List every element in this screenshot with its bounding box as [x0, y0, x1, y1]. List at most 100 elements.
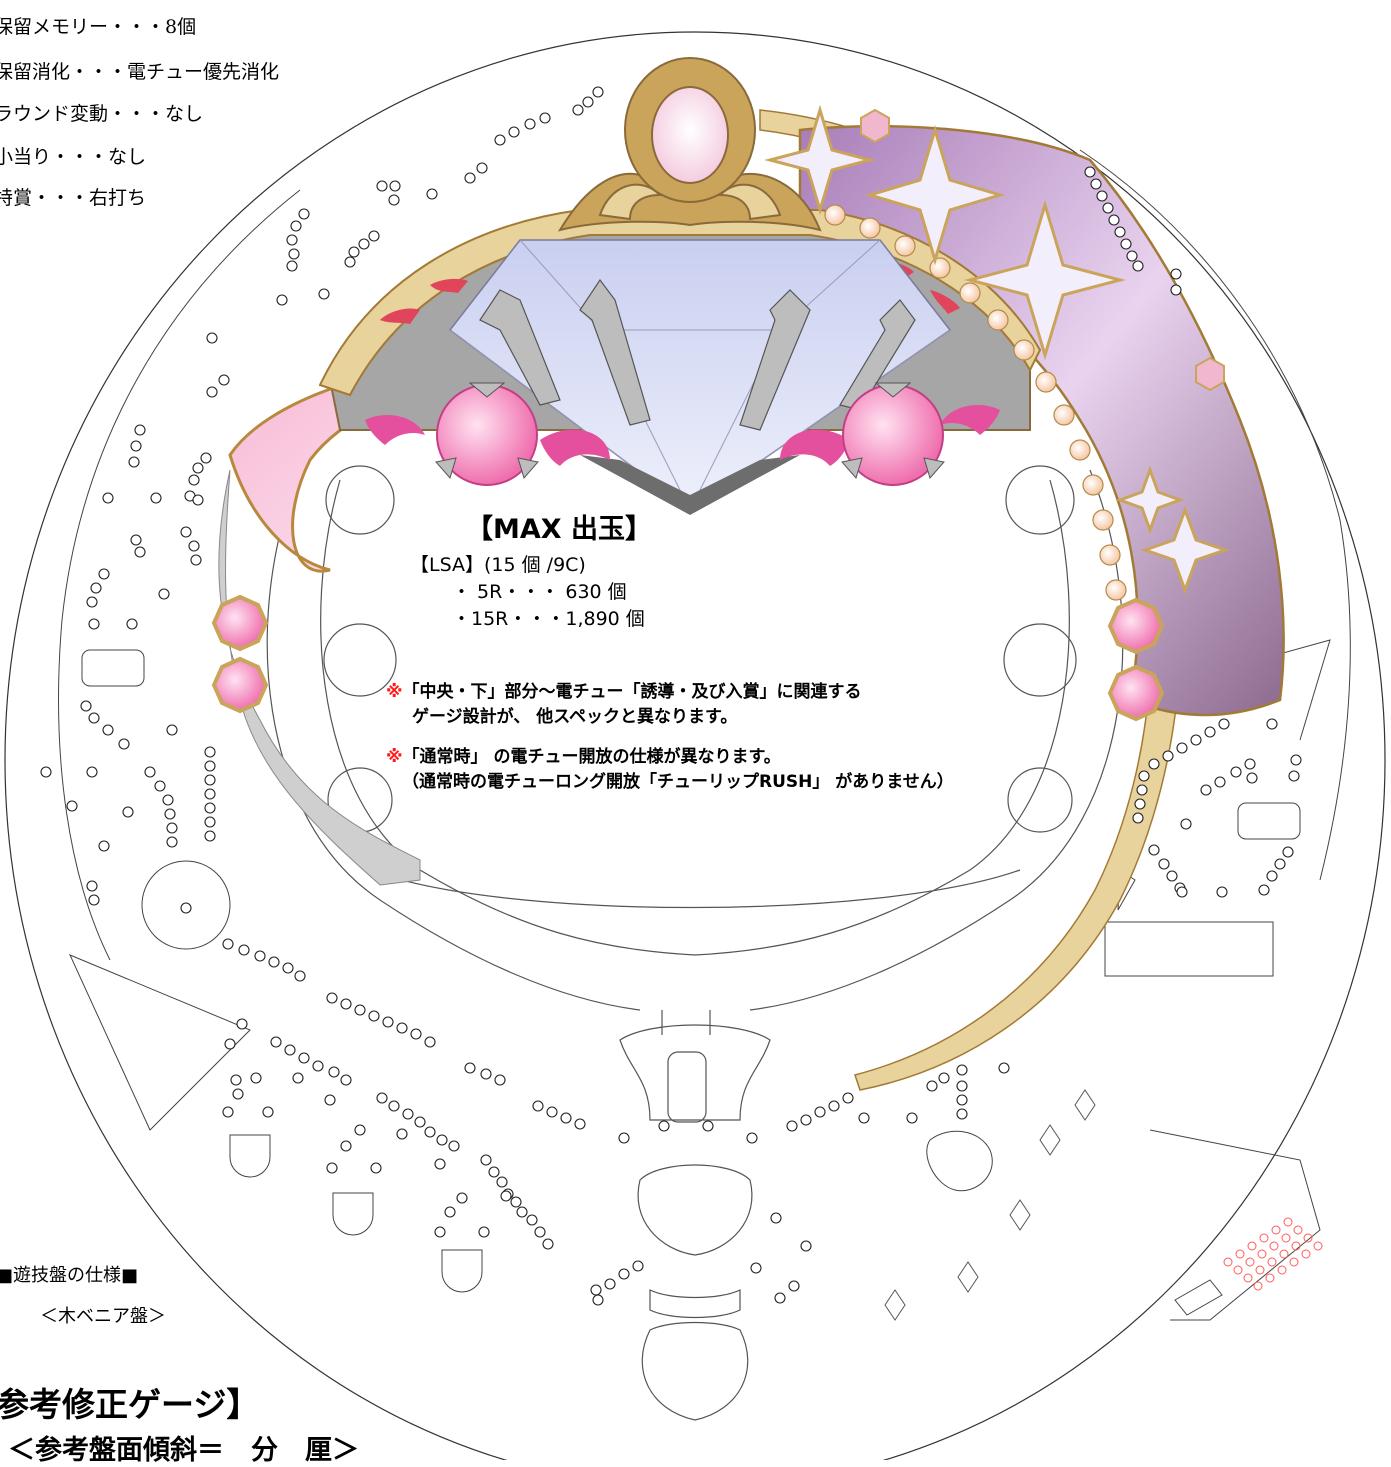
nail-pin: [206, 386, 218, 398]
spec-line: 保留消化・・・電チュー優先消化: [0, 61, 280, 83]
nail-pins: [40, 86, 1302, 1306]
nail-pin: [324, 1094, 336, 1106]
red-pin: [1255, 1265, 1265, 1275]
nail-pin: [204, 774, 216, 786]
nail-pin: [410, 1028, 422, 1040]
red-pin: [1247, 1241, 1257, 1251]
nail-pin: [464, 172, 476, 184]
nail-pin: [516, 1206, 528, 1218]
gauge-title: 参考修正ゲージ】: [0, 1385, 260, 1424]
nail-pin: [1244, 758, 1256, 770]
nail-pin: [1290, 754, 1302, 766]
nail-pin: [368, 1010, 380, 1022]
nail-pin: [1176, 742, 1188, 754]
nail-pin: [340, 1140, 352, 1152]
red-pin: [1279, 1249, 1289, 1259]
nail-pin: [90, 582, 102, 594]
gold-band: [318, 209, 1042, 397]
nail-pin: [800, 1240, 812, 1252]
nail-pin: [582, 96, 594, 108]
nail-pin: [632, 1260, 644, 1272]
board-outline: [4, 31, 1386, 1460]
nail-pin: [1170, 268, 1182, 280]
nail-pin: [396, 1022, 408, 1034]
nail-pin: [188, 474, 200, 486]
nail-pin: [206, 332, 218, 344]
nail-pin: [290, 220, 302, 232]
red-pin: [1269, 1241, 1279, 1251]
red-pin: [1257, 1249, 1267, 1259]
nail-pin: [166, 836, 178, 848]
nail-pin: [746, 1132, 758, 1144]
gauge-subtitle: ＜参考盤面傾斜＝ 分 厘＞: [8, 1435, 359, 1466]
nail-pin: [786, 1120, 798, 1132]
nail-pin: [180, 526, 192, 538]
nail-pin: [488, 1166, 500, 1178]
max-payout-line: ・15R・・・1,890 個: [452, 608, 645, 630]
nail-pin: [434, 1158, 446, 1170]
nail-pin: [1288, 770, 1300, 782]
nail-pin: [814, 1106, 826, 1118]
red-pin: [1271, 1225, 1281, 1235]
nail-pin: [200, 452, 212, 464]
nail-pin: [1170, 284, 1182, 296]
nail-pin: [286, 260, 298, 272]
nail-pin: [192, 494, 204, 506]
nail-pin: [414, 1116, 426, 1128]
lower-right-ornaments: [884, 1089, 1096, 1321]
red-pin: [1253, 1281, 1263, 1291]
nail-pin: [1090, 178, 1102, 190]
nail-pin: [426, 188, 438, 200]
nail-pin: [134, 546, 146, 558]
nail-pin: [424, 1126, 436, 1138]
nail-pin: [1102, 202, 1114, 214]
nail-pin: [328, 1066, 340, 1078]
nail-pin: [1230, 766, 1242, 778]
nail-pin: [1282, 846, 1294, 858]
nail-pin: [539, 112, 551, 124]
nail-pin: [326, 1162, 338, 1174]
nail-pin: [166, 822, 178, 834]
nail-pin: [370, 1162, 382, 1174]
nail-pin: [592, 1294, 604, 1306]
nail-pin: [98, 840, 110, 852]
nail-pin: [134, 424, 146, 436]
nail-pin: [592, 86, 604, 98]
nail-pin: [1258, 884, 1270, 896]
nail-pin: [1216, 886, 1228, 898]
nail-pin: [162, 794, 174, 806]
nail-pin: [376, 180, 388, 192]
nail-pin: [250, 1072, 262, 1084]
nail-pin: [204, 830, 216, 842]
nail-pin: [1084, 166, 1096, 178]
nail-pin: [402, 1108, 414, 1120]
nail-pin: [354, 1124, 366, 1136]
note-text: 「通常時」 の電チュー開放の仕様が異なります。: [402, 747, 781, 767]
nail-pin: [508, 126, 520, 138]
nail-pin: [40, 766, 52, 778]
nail-pin: [144, 766, 156, 778]
nail-pin: [122, 806, 134, 818]
nail-pin: [180, 902, 192, 914]
nail-pin: [354, 1004, 366, 1016]
nail-pin: [130, 440, 142, 452]
nail-pin: [618, 1132, 630, 1144]
nail-pin: [1148, 844, 1160, 856]
nail-pin: [998, 1062, 1010, 1074]
nail-pin: [222, 938, 234, 950]
nail-pin: [192, 462, 204, 474]
nail-pin: [344, 256, 356, 268]
note-1-cont: ゲージ設計が、 他スペックと異なります。: [412, 707, 738, 727]
nail-pin: [494, 1074, 506, 1086]
note-mark: ※: [386, 747, 403, 767]
red-pin: [1313, 1241, 1323, 1251]
nail-pin: [858, 1112, 870, 1124]
nail-pin: [444, 1206, 456, 1218]
nail-pin: [1132, 260, 1144, 272]
nail-pin: [224, 1038, 236, 1050]
nail-pin: [1214, 776, 1226, 788]
nail-pin: [204, 816, 216, 828]
nail-pin: [448, 1140, 460, 1152]
nail-pin: [1138, 770, 1150, 782]
nail-pin: [1108, 214, 1120, 226]
